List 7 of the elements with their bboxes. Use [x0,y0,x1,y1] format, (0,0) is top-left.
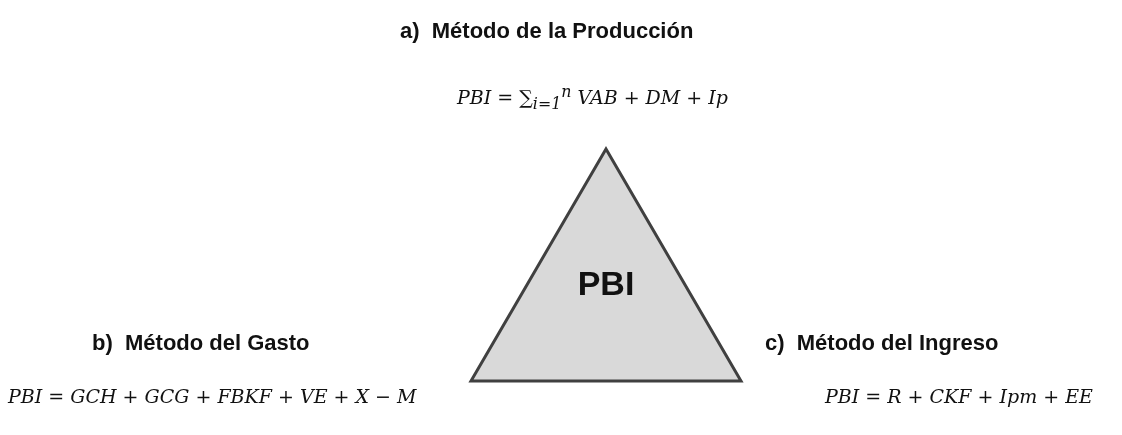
formula: PBI = R + CKF + Ipm + EE [825,385,1093,407]
formula: PBI = ∑$_{i=1}$$^{n}$ VAB + DM + Ip [457,82,728,114]
formula: PBI = GCH + GCG + FBKF + VE + X − M [8,385,417,407]
node-label: PBI [576,264,636,303]
heading: a) Método de la Producción [400,18,694,44]
heading: c) Método del Ingreso [765,330,999,356]
heading: b) Método del Gasto [92,330,310,356]
